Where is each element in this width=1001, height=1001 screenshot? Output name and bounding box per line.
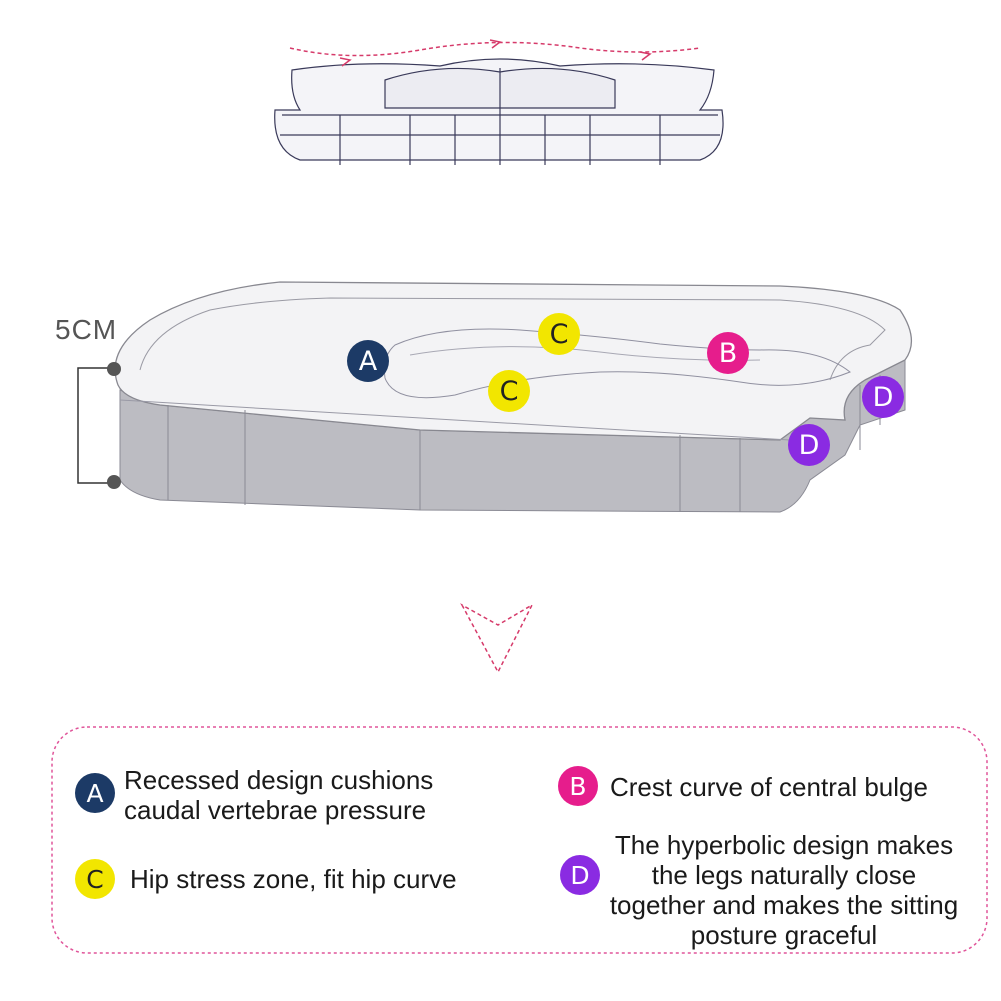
- height-dimension-bracket: [77, 362, 121, 489]
- legend-text-b: Crest curve of central bulge: [610, 772, 928, 802]
- marker-b: B: [707, 332, 749, 374]
- marker-c-lower: C: [488, 370, 530, 412]
- cushion-side-profile: [274, 58, 724, 165]
- pressure-curve-arrows: [289, 39, 701, 67]
- legend-text-c: Hip stress zone, fit hip curve: [130, 864, 457, 894]
- marker-d-right: D: [862, 376, 904, 418]
- legend-marker-b: B: [558, 766, 598, 806]
- legend-marker-a: A: [75, 773, 115, 813]
- height-label: 5CM: [55, 314, 118, 345]
- legend-text-d: The hyperbolic design makes the legs nat…: [609, 830, 959, 950]
- legend-text-a: Recessed design cushions caudal vertebra…: [124, 765, 434, 825]
- legend-marker-d: D: [560, 855, 600, 895]
- down-chevron-icon: [460, 603, 534, 674]
- marker-c-upper: C: [538, 313, 580, 355]
- legend-marker-c: C: [75, 859, 115, 899]
- marker-d-left: D: [788, 424, 830, 466]
- marker-a: A: [347, 340, 389, 382]
- legend-box: [51, 726, 988, 954]
